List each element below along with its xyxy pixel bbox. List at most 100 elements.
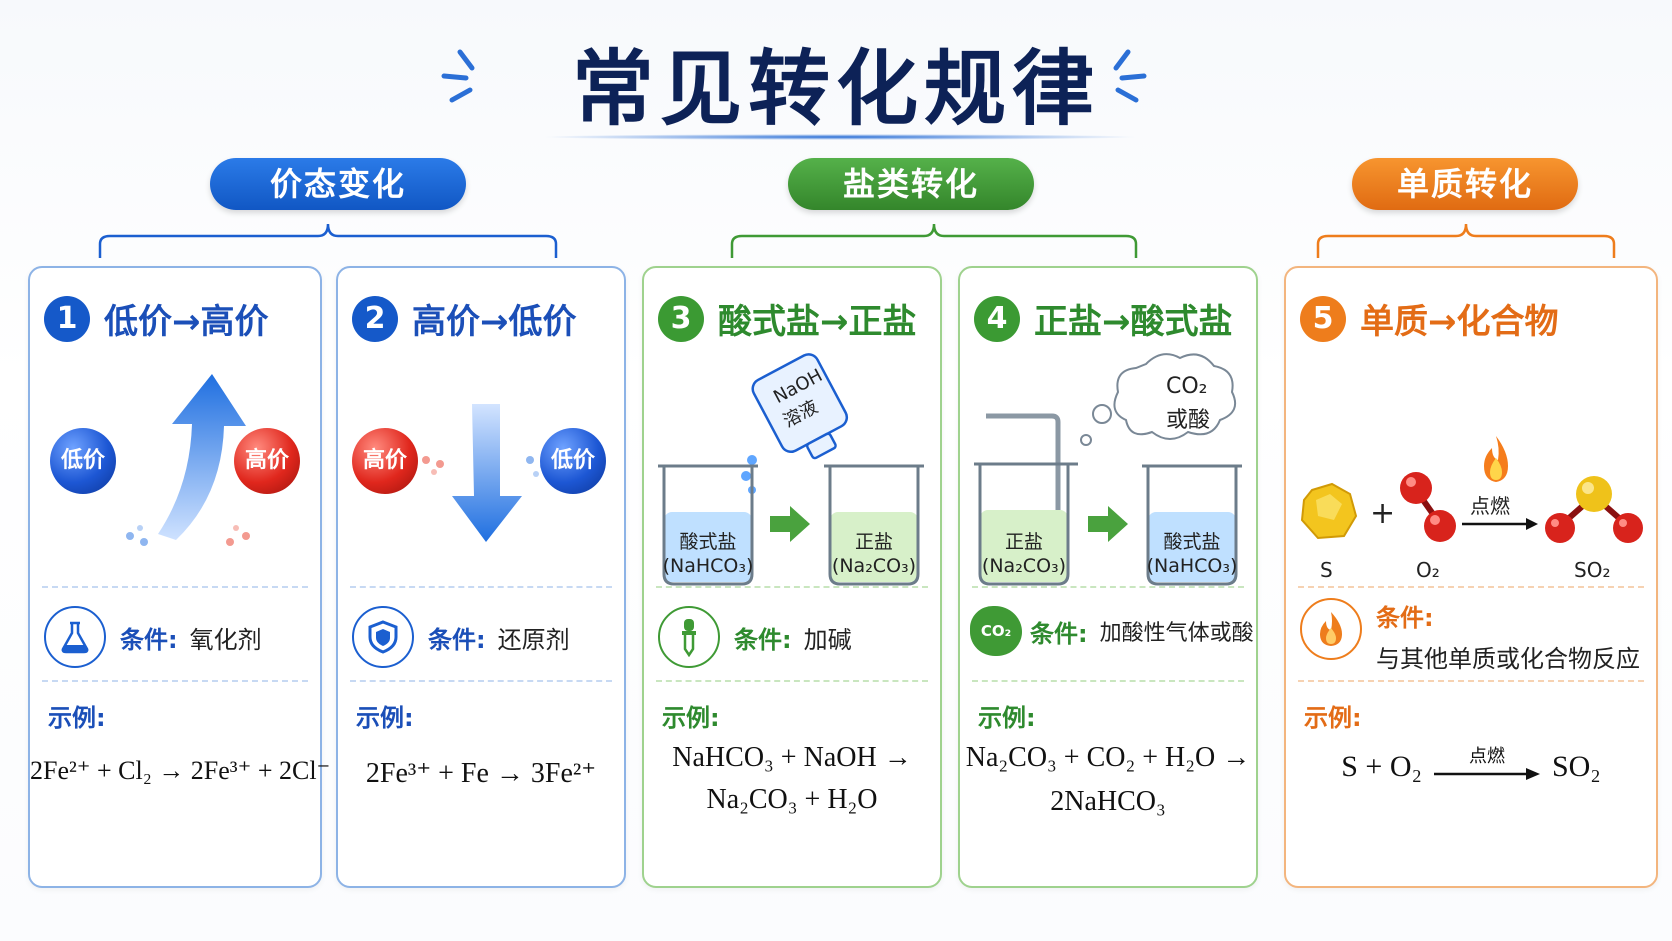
co2-icon-text: CO₂ — [980, 622, 1012, 640]
formula-condition: 点燃 — [1468, 746, 1505, 767]
reaction-arrow-icon — [1462, 518, 1538, 530]
right-arrow-icon — [1088, 506, 1128, 542]
card-element-to-compound: 5 单质→化合物 S + O₂ 点燃 SO₂ 条件: 与其他单质或化合物反应 — [1284, 266, 1658, 888]
card-acid-to-normal-salt: 3 酸式盐→正盐 NaOH 溶液 酸式盐 (NaHCO₃) 正盐 (Na₂CO₃… — [642, 266, 942, 888]
formula-arrow: 点燃 — [1432, 746, 1542, 784]
right-arrow-icon — [770, 506, 810, 542]
card-heading: 低价→高价 — [104, 302, 269, 342]
condition-label: 条件: — [1376, 604, 1434, 632]
step-number: 2 — [352, 295, 398, 342]
title-underline — [540, 134, 1140, 140]
step-number: 4 — [974, 295, 1020, 342]
beaker-icon — [1142, 464, 1242, 586]
beaker-left-label: 酸式盐 (NaHCO₃) — [654, 530, 762, 578]
beaker-right-formula: (NaHCO₃) — [1146, 555, 1238, 577]
group-brace-salt — [730, 223, 1138, 258]
divider — [350, 680, 612, 682]
formula-arrow-icon — [1433, 768, 1540, 780]
condition-label: 条件: — [428, 625, 486, 654]
card-heading: 单质→化合物 — [1360, 302, 1559, 342]
example-label: 示例: — [978, 704, 1036, 732]
example-label: 示例: — [48, 704, 106, 732]
formula-product: SO₂ — [1551, 750, 1601, 783]
card-heading: 高价→低价 — [412, 302, 577, 342]
group-pill-element: 单质转化 — [1352, 158, 1578, 210]
co2-cloud-icon: CO₂ — [970, 606, 1022, 656]
flask-icon — [44, 606, 106, 668]
left-sparkle-icon — [441, 49, 475, 103]
condition-text: 与其他单质或化合物反应 — [1376, 645, 1640, 673]
condition-text: 加酸性气体或酸 — [1099, 621, 1254, 646]
card-normal-to-acid-salt: 4 正盐→酸式盐 CO₂ 或酸 正盐 (Na₂CO₃) 酸式盐 (NaHCO₃)… — [958, 266, 1258, 888]
step-number: 1 — [44, 295, 90, 342]
divider — [42, 586, 308, 588]
divider — [972, 680, 1244, 682]
so2-molecule-icon — [1545, 476, 1643, 543]
divider — [1298, 586, 1644, 588]
card-heading: 酸式盐→正盐 — [718, 302, 917, 342]
condition-label: 条件: — [734, 625, 792, 654]
cloud-label-line2: 或酸 — [1166, 408, 1211, 433]
formula-reactants: S + O₂ — [1341, 750, 1422, 783]
shield-icon — [352, 606, 414, 668]
reaction-oxygen-label: O₂ — [1416, 558, 1440, 582]
up-arrow-icon — [126, 374, 250, 546]
condition-label: 条件: — [1030, 619, 1088, 648]
thought-cloud-icon — [1080, 353, 1236, 446]
divider — [1298, 680, 1644, 682]
reaction-plus: + — [1370, 496, 1396, 531]
card-high-to-low: 2 高价→低价 高价 低价 条件: 还原剂 示例: 2Fe³⁺ + Fe → 3… — [336, 266, 626, 888]
divider — [972, 586, 1244, 588]
divider — [42, 680, 308, 682]
cloud-label-line1: CO₂ — [1166, 374, 1208, 399]
high-valence-ball: 高价 — [234, 428, 300, 494]
example-label: 示例: — [356, 704, 414, 732]
step-number: 5 — [1300, 295, 1346, 342]
fire-icon — [1300, 598, 1362, 660]
condition-text: 氧化剂 — [189, 625, 262, 654]
beaker-icon — [824, 464, 924, 586]
reaction-condition: 点燃 — [1470, 494, 1510, 518]
beaker-with-tube-icon — [974, 413, 1078, 586]
reaction-product-label: SO₂ — [1574, 558, 1611, 582]
beaker-right-name: 正盐 — [854, 531, 893, 553]
beaker-right-label: 正盐 (Na₂CO₃) — [820, 530, 928, 578]
sulfur-lump-icon — [1300, 482, 1358, 540]
card-low-to-high: 1 低价→高价 低价 高价 条件: 氧化剂 示例: 2Fe²⁺ + Cl₂ → … — [28, 266, 331, 888]
card-heading: 正盐→酸式盐 — [1034, 302, 1233, 342]
right-sparkle-icon — [1113, 49, 1147, 103]
step-number: 3 — [658, 295, 704, 342]
beaker-left-name: 正盐 — [1004, 531, 1043, 553]
example-label: 示例: — [662, 704, 720, 732]
beaker-left-name: 酸式盐 — [679, 531, 737, 553]
condition-text: 还原剂 — [497, 625, 570, 654]
beaker-right-formula: (Na₂CO₃) — [831, 555, 917, 577]
example-label: 示例: — [1304, 704, 1362, 732]
low-valence-ball: 低价 — [540, 428, 606, 494]
example-formula: S + O₂ 点燃 SO₂ — [1286, 746, 1656, 784]
dropper-icon — [658, 606, 720, 668]
divider — [350, 586, 612, 588]
beaker-right-name: 酸式盐 — [1163, 531, 1221, 553]
page-title: 常见转化规律 — [571, 42, 1100, 137]
example-formula-line1: NaHCO₃ + NaOH → — [672, 742, 912, 773]
condition-text: 加碱 — [803, 625, 852, 654]
group-brace-element — [1316, 223, 1616, 258]
beaker-left-label: 正盐 (Na₂CO₃) — [972, 530, 1076, 578]
down-arrow-icon — [422, 404, 548, 542]
divider — [656, 680, 928, 682]
example-formula: 2Fe³⁺ + Fe → 3Fe²⁺ — [365, 758, 597, 789]
naoh-bottle-icon — [741, 353, 849, 494]
example-formula-line1: Na₂CO₃ + CO₂ + H₂O → — [965, 742, 1251, 773]
low-valence-ball: 低价 — [50, 428, 116, 494]
flame-icon — [1484, 436, 1508, 482]
beaker-left-formula: (NaHCO₃) — [662, 555, 754, 577]
reaction-sulfur-label: S — [1320, 558, 1333, 582]
group-pill-salt: 盐类转化 — [788, 158, 1034, 210]
beaker-icon — [658, 464, 758, 586]
beaker-right-label: 酸式盐 (NaHCO₃) — [1138, 530, 1246, 578]
example-formula: 2Fe²⁺ + Cl₂ → 2Fe³⁺ + 2Cl⁻ — [30, 756, 331, 785]
condition-label: 条件: — [120, 625, 178, 654]
oxygen-molecule-icon — [1400, 472, 1456, 542]
example-formula-line2: Na₂CO₃ + H₂O — [706, 784, 878, 815]
